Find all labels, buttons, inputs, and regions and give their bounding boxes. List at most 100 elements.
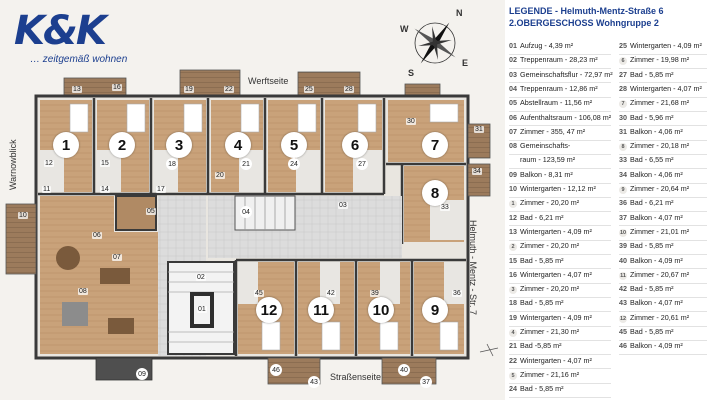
street-label-bottom: Straßenseite [330, 372, 382, 382]
room-tag: 20 [215, 172, 225, 179]
legend-row-separator [509, 311, 611, 313]
legend-row-number: 8 [619, 143, 627, 152]
unit-11: 11 [308, 297, 334, 323]
legend-row-separator [619, 268, 707, 270]
legend-row-label: Balkon - 4,07 m² [630, 298, 683, 308]
legend-row-number: 33 [619, 155, 627, 165]
legend-row-number: 10 [619, 228, 627, 237]
legend-row-separator [619, 211, 707, 213]
legend-row-label: Zimmer - 20,20 m² [520, 241, 580, 251]
legend-row-label: Bad - 5,85 m² [520, 298, 564, 308]
legend-row-label: Zimmer - 20,61 m² [630, 312, 690, 322]
legend-row-number: 7 [619, 100, 627, 109]
unit-7: 7 [422, 132, 448, 158]
legend-row-label: Zimmer - 20,20 m² [520, 198, 580, 208]
legend-row-separator [509, 368, 611, 370]
legend-row-label: Zimmer - 21,01 m² [630, 226, 690, 236]
room-tag: 03 [338, 202, 348, 209]
room-tag: 19 [184, 86, 194, 93]
legend-row-number: 21 [509, 341, 517, 351]
legend-row-label: Wintergarten - 4,07 m² [520, 355, 592, 365]
legend-row-number: 27 [619, 69, 627, 79]
legend-row-number: 13 [509, 226, 517, 236]
legend-row-separator [619, 354, 707, 356]
legend-row-number: 6 [619, 57, 627, 66]
legend-row-number: 10 [509, 184, 517, 193]
legend-row-separator [619, 225, 707, 227]
floor-plan: K&K … zeitgemäß wohnen N E S W Werftseit… [0, 0, 505, 400]
legend-row-label: Wintergarten - 4,09 m² [520, 312, 592, 322]
legend-row-number: 4 [509, 329, 517, 337]
legend-row-label: Balkon - 4,06 m² [630, 126, 683, 136]
legend-row-number: 5 [509, 371, 517, 380]
legend-row-label: Aufzug - 4,39 m² [520, 41, 574, 50]
legend-row-number: 39 [619, 241, 627, 251]
unit-6: 6 [342, 132, 368, 158]
legend-row-separator [619, 239, 707, 241]
room-tag: 40 [398, 364, 410, 376]
legend-row-label: Balkon - 4,07 m² [630, 212, 683, 222]
room-tag: 09 [136, 368, 148, 380]
legend-row-number: 12 [509, 212, 517, 222]
legend-row-separator [509, 254, 611, 255]
legend-row-label: Zimmer - 21,68 m² [630, 98, 690, 108]
legend-row-separator [509, 382, 611, 384]
legend-row-label: Wintergarten - 4,07 m² [630, 83, 702, 93]
legend-row-separator [509, 153, 611, 155]
unit-8: 8 [422, 180, 448, 206]
legend-row-number: 08 [509, 141, 517, 151]
legend-row-label: Zimmer - 355, 47 m² [520, 126, 586, 136]
room-tag: 36 [452, 290, 462, 297]
legend-row-separator [509, 111, 611, 112]
legend-row-separator [619, 254, 707, 255]
top-rooms [38, 98, 386, 196]
legend-row-label: Zimmer - 21,16 m² [520, 369, 580, 379]
street-label-left: Warnowblick [8, 139, 18, 190]
legend-row-label: Zimmer - 21,30 m² [520, 327, 580, 336]
room-tag: 06 [92, 232, 102, 239]
legend-row-label: Bad - 5,85 m² [520, 384, 564, 394]
legend-row-label: Gemeinschafts- [520, 141, 571, 151]
logo-tagline: … zeitgemäß wohnen [30, 54, 128, 65]
room-tag: 30 [406, 118, 416, 125]
compass-w: W [400, 24, 409, 34]
street-label-top: Werftseite [248, 76, 289, 86]
room-tag: 15 [100, 160, 110, 167]
logo-mark: K&K [14, 8, 107, 54]
legend-row-number: 36 [619, 198, 627, 208]
legend-row-separator [509, 182, 611, 184]
legend-row-label: Balkon - 8,31 m² [520, 169, 573, 179]
legend-row-separator [509, 282, 611, 284]
unit-3: 3 [166, 132, 192, 158]
legend-row-label: Bad - 6,21 m² [520, 212, 564, 222]
legend-row-separator [509, 125, 611, 127]
unit-10: 10 [368, 297, 394, 323]
legend-title: LEGENDE - Helmuth-Mentz-Straße 6 [509, 6, 664, 16]
room-tag: 39 [370, 290, 380, 297]
legend-row-label: Treppenraum - 28,23 m² [520, 55, 598, 65]
legend-row-number: 16 [509, 269, 517, 279]
legend-row-label: Balkon - 4,09 m² [630, 255, 683, 265]
legend-row-separator [619, 168, 707, 170]
room-tag: 16 [112, 84, 122, 91]
room-tag: 17 [156, 186, 166, 193]
